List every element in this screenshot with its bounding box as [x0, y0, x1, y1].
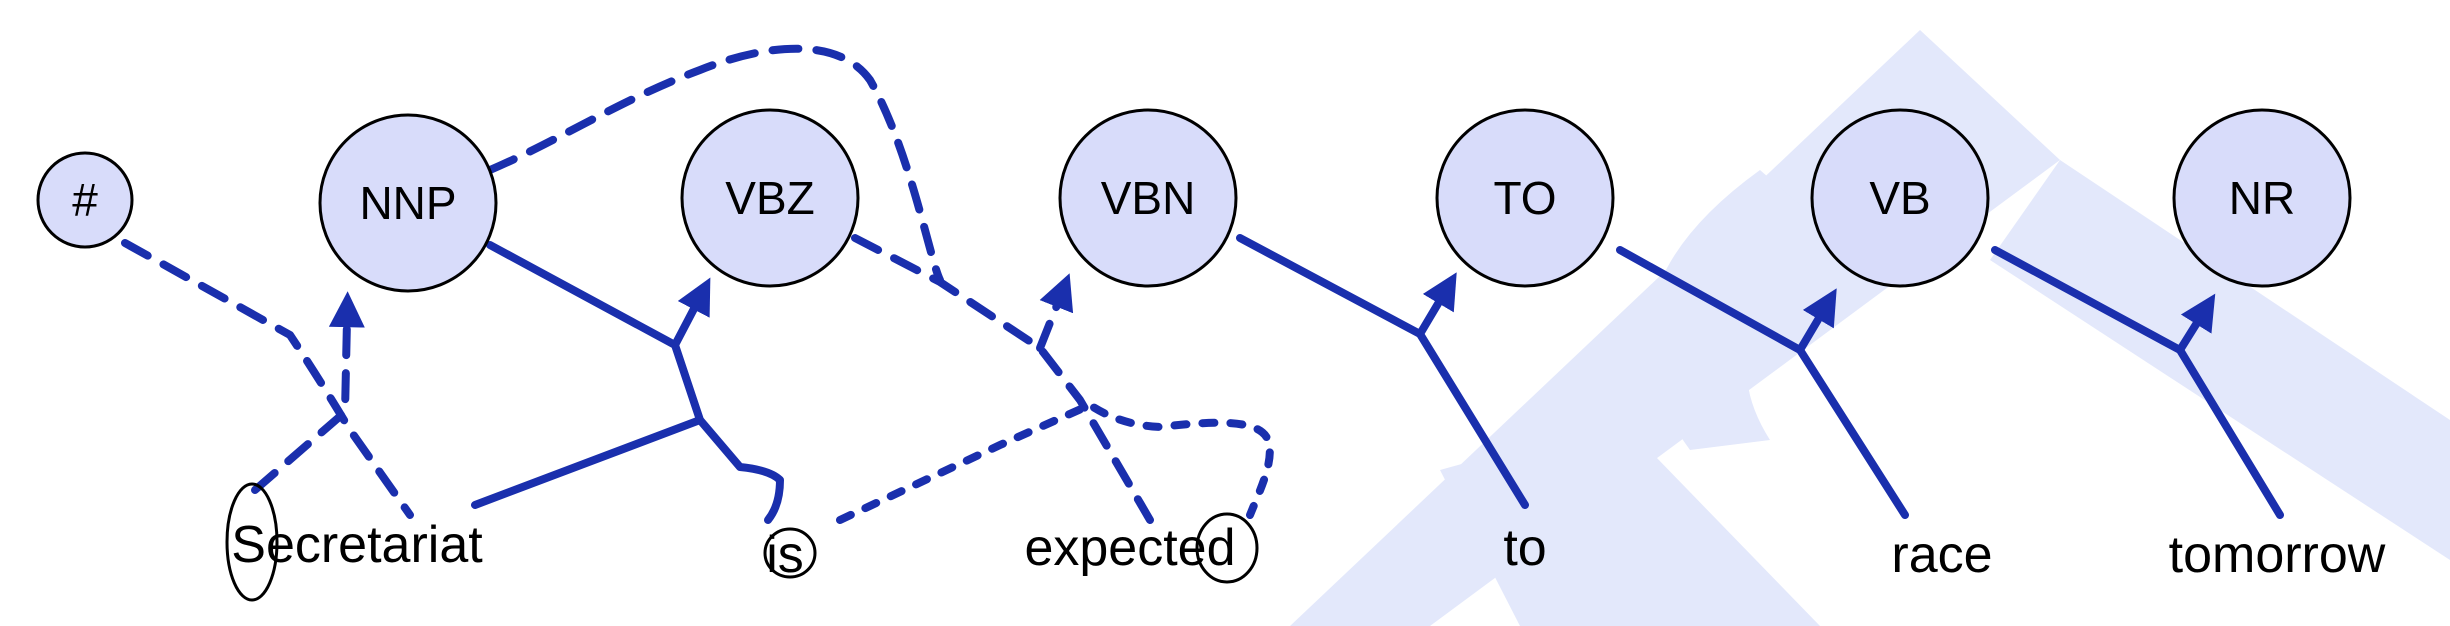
word-secretariat: Secretariat	[231, 516, 483, 574]
tag-node-to: TO	[1435, 108, 1615, 288]
solid-edge-to-to-arrow	[1416, 272, 1457, 338]
word-tomorrow: tomorrow	[2169, 526, 2386, 584]
tag-label-nr: NR	[2229, 172, 2295, 224]
tag-node-nr: NR	[2172, 108, 2352, 288]
dashed-edge-to-vbn	[1036, 273, 1074, 352]
tag-node-nnp: NNP	[318, 113, 498, 293]
word-to: to	[1503, 519, 1546, 577]
dashed-edge-vbz-to-expected	[851, 234, 1154, 524]
dotted-edge-is-to-expected	[836, 401, 1274, 524]
tag-label-vbz: VBZ	[725, 172, 814, 224]
word-expected: expected	[1024, 519, 1235, 577]
letter-s-highlight-ellipse	[225, 482, 279, 602]
tag-node-vbn: VBN	[1058, 108, 1238, 288]
word-is-highlight-ellipse	[763, 527, 817, 579]
solid-edge-to-vbz-arrow	[671, 277, 711, 349]
solid-edge-to-race-arrow	[1796, 288, 1837, 354]
tag-label-to: TO	[1493, 172, 1556, 224]
dashed-edge-nnp-to-vbz-arc	[486, 44, 944, 284]
dashed-edge-secretariat-to-nnp	[251, 291, 365, 494]
tag-label-vb: VB	[1869, 172, 1930, 224]
tag-label-nnp: NNP	[359, 177, 456, 229]
tag-node-vb: VB	[1810, 108, 1990, 288]
tag-label-vbn: VBN	[1101, 172, 1196, 224]
solid-edge-nnp-to-is	[486, 241, 784, 524]
word-race: race	[1891, 526, 1992, 584]
tag-node-hash: #	[36, 151, 134, 249]
letter-d-highlight-ellipse	[1195, 512, 1259, 584]
dashed-edge-hash-to-secretariat	[121, 239, 414, 519]
tag-label-hash: #	[72, 174, 98, 226]
tag-node-vbz: VBZ	[680, 108, 860, 288]
solid-edge-to-tomorrow-arrow	[2176, 293, 2216, 354]
solid-edge-secretariat-to-vbz	[471, 416, 704, 509]
